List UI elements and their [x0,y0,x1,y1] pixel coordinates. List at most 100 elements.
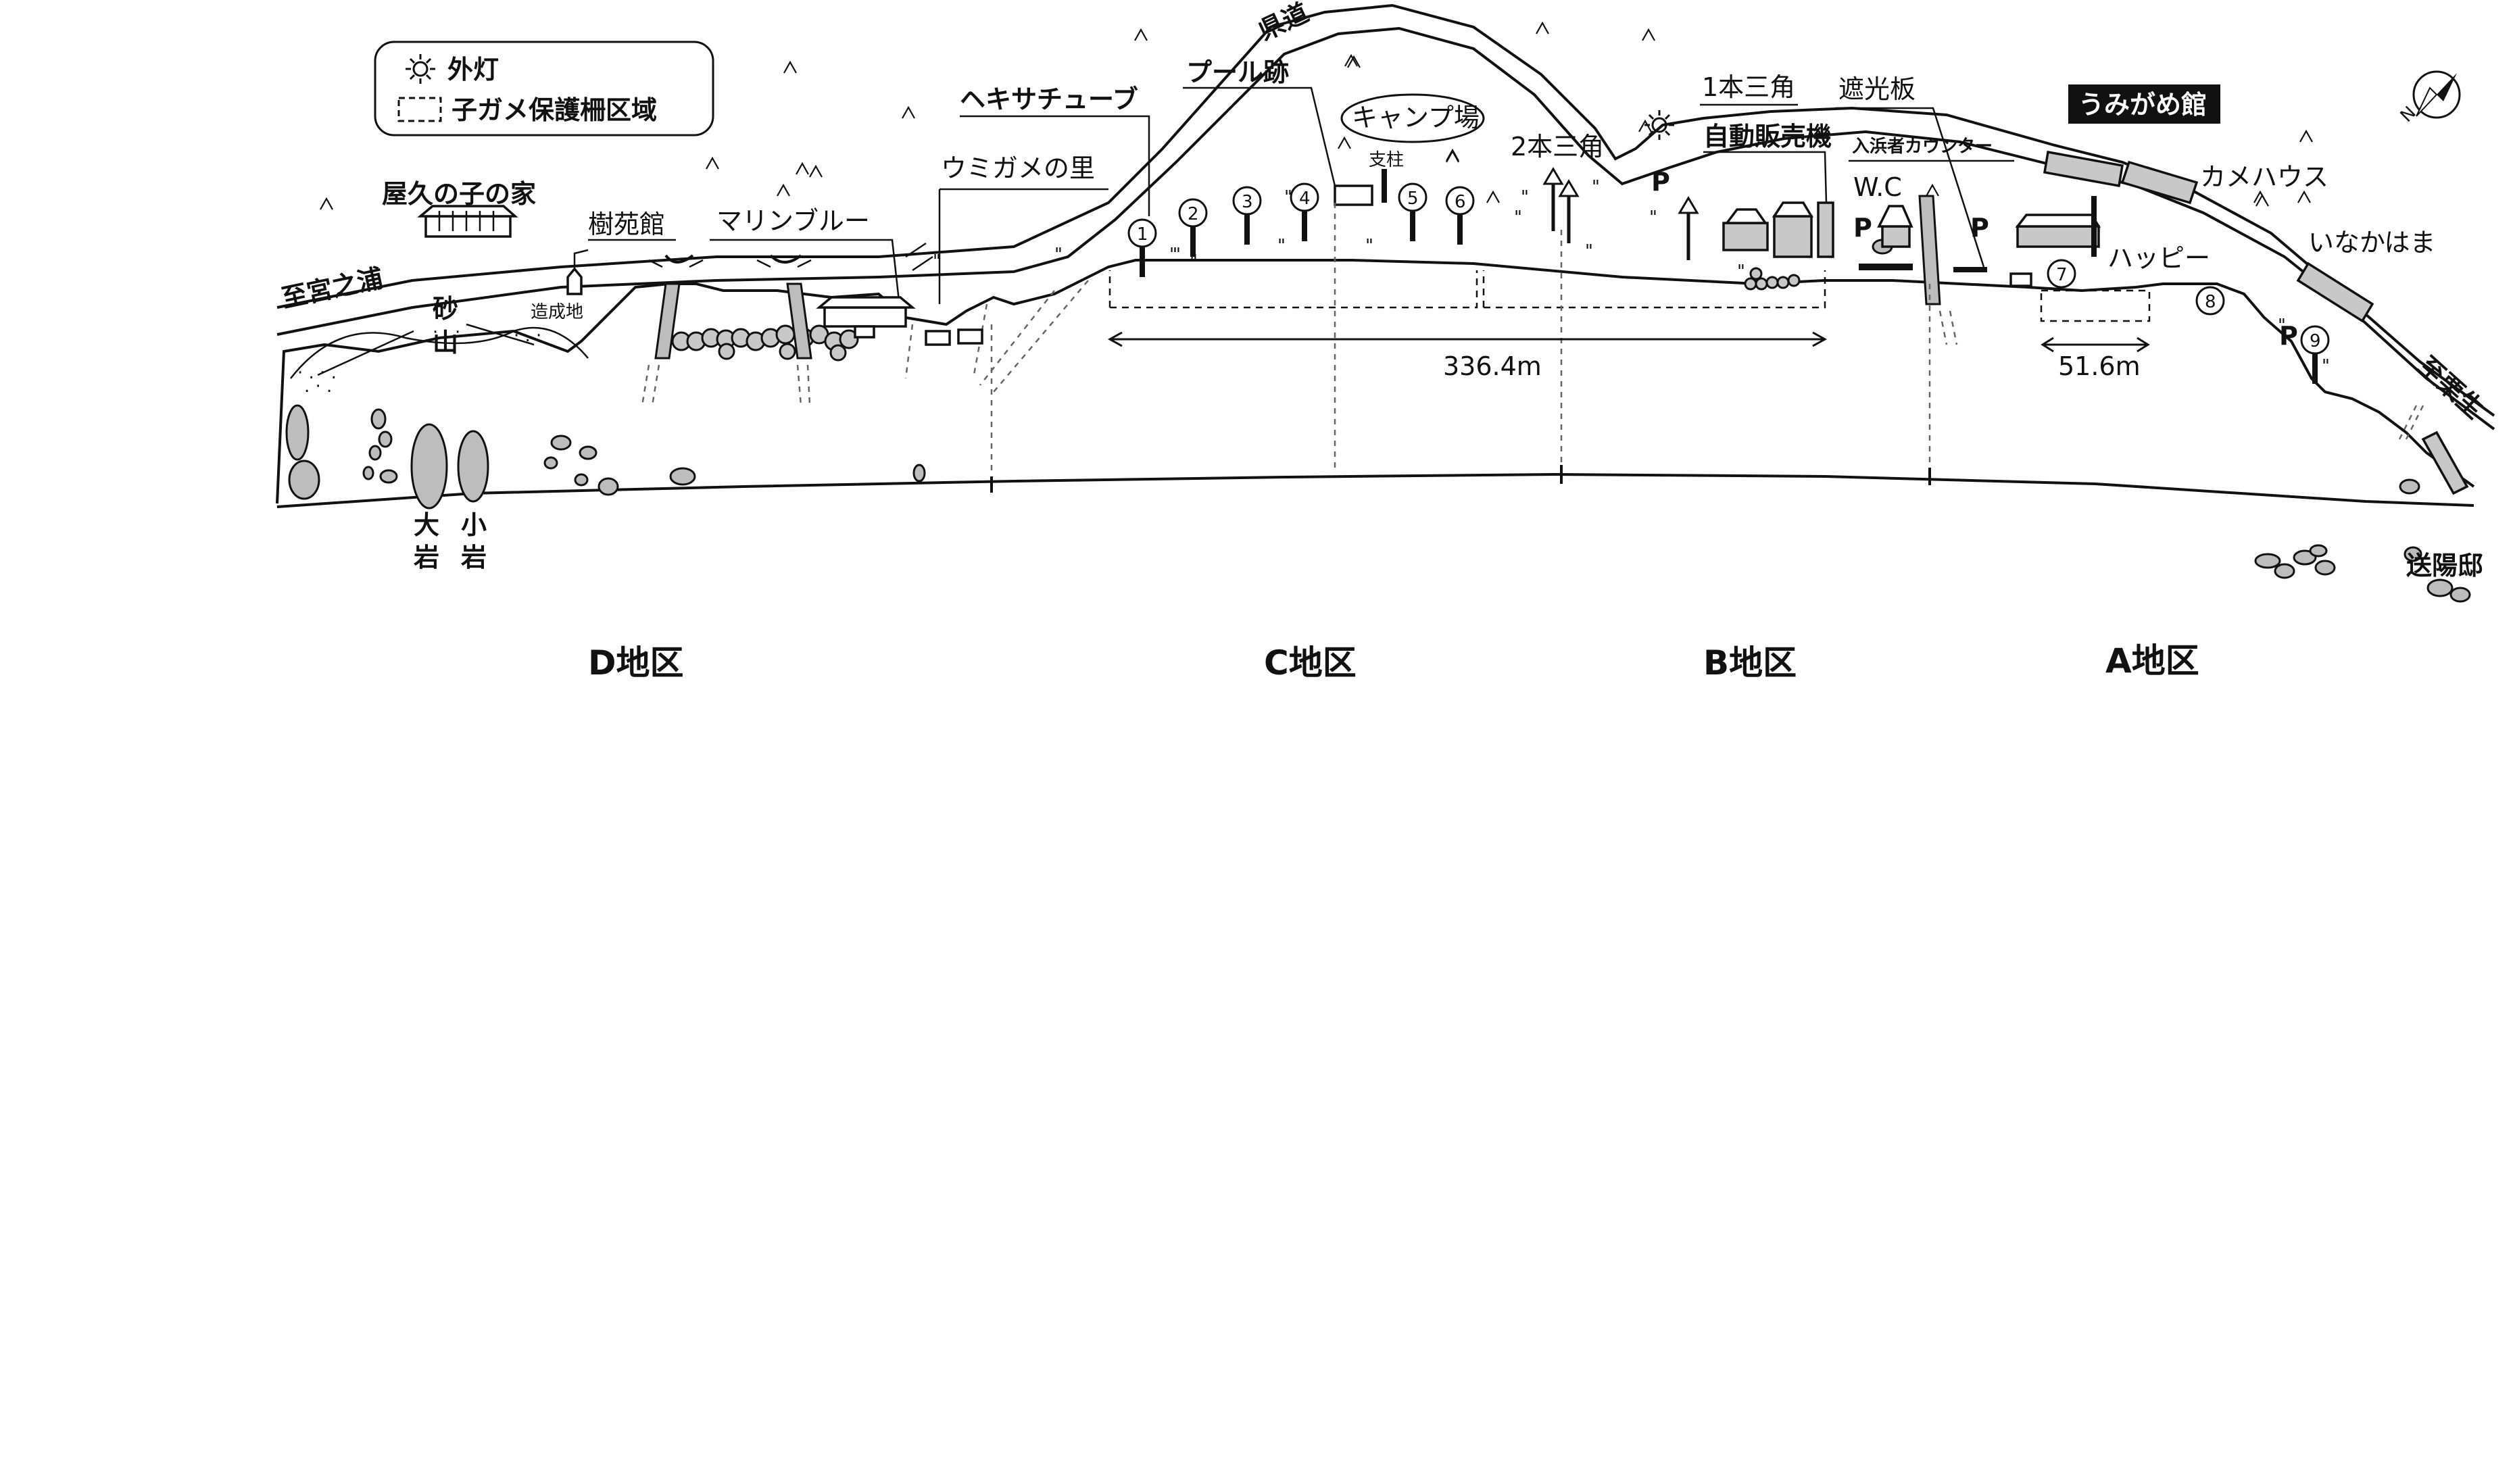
svg-text:": " [1365,236,1373,256]
svg-text:": " [1284,187,1292,207]
svg-text:": " [933,251,941,272]
pool-ato-label: プール跡 [1186,57,1289,87]
umigame-sato-label: ウミガメの里 [941,153,1095,183]
vending-label: 自動販売機 [1703,122,1832,151]
svg-text:· . · .: · . · . [297,363,337,383]
svg-text:": " [1521,187,1529,207]
parking-icon: P [2279,321,2298,351]
svg-text:5: 5 [1407,189,1419,209]
rocks-d [285,239,2471,603]
parking-icon: P [1970,213,1989,243]
svg-text:4: 4 [1299,189,1311,209]
district-c-label: C地区 [1264,643,1357,683]
svg-text:": " [1514,207,1522,228]
svg-text:9: 9 [2310,331,2321,351]
svg-text:1: 1 [1137,224,1148,245]
svg-text:岩: 岩 [461,543,487,572]
legend: 外灯 子ガメ保護柵区域 [374,41,714,137]
sand-hill: · . · . . · . · . · · . · 砂 山 [290,294,589,397]
buildings: 屋久の子の家 樹苑館 造成地 マリンブルー ウミガメの里 キャンプ場 支柱 プー [382,57,2483,580]
svg-text:2: 2 [1188,204,1199,224]
bushes [641,195,2424,440]
numbered-markers: 1 2 3 4 5 6 7 8 9 [1127,182,2330,384]
yakunoko-house-icon [417,205,518,238]
marker-5: 5 [1398,182,1428,241]
small-rock-label: 小 [461,510,487,540]
svg-text:3: 3 [1242,192,1253,212]
umigame-sato-building-icon [816,296,983,346]
beach [276,259,2475,508]
marine-blue-label: マリンブルー [716,206,870,236]
umigamekan-badge [2068,84,2220,124]
svg-text:": " [1737,262,1745,282]
svg-text:· . ·: · . · [433,322,460,343]
marker-4: 4 [1290,182,1319,241]
svg-text:6: 6 [1455,192,1466,212]
parking-icon: P [1651,167,1670,197]
triangle-markers [1542,167,1699,260]
marker-6: 6 [1445,186,1475,245]
svg-text:": " [1585,241,1593,262]
shade-board-icon [1953,267,1987,272]
kurio-label: 至栗生 [2412,351,2489,424]
marker-3: 3 [1232,186,1262,245]
svg-text:岩: 岩 [414,543,439,572]
svg-text:": " [2322,356,2330,376]
two-triangle-label: 2本三角 [1511,132,1604,162]
kendo-label: 県道 [1254,0,1313,46]
jyuenkan-icon [566,267,583,295]
district-labels: D地区 C地区 B地区 A地区 [588,641,2199,683]
big-rock-label: 大 [414,510,439,540]
protection-zones [990,203,2151,473]
sand-hill-label: 砂 [433,294,458,324]
shichu-label: 支柱 [1369,150,1404,170]
wc-label: W.C [1853,172,1902,202]
svg-text:": " [1173,245,1181,265]
kame-house-label: カメハウス [2200,162,2328,192]
legend-light-label: 外灯 [447,55,499,84]
one-triangle-label: 1本三角 [1702,72,1795,102]
svg-text:": " [1592,177,1600,197]
svg-text:山: 山 [433,328,458,357]
a-area-buildings [2009,150,2469,495]
entry-counter-label: 入浜者カウンター [1852,137,1993,157]
street-light-icon [1644,110,1674,140]
marker-1: 1 [1127,218,1157,277]
triangle-icon [1678,196,1699,214]
dimension-c: 336.4m [1107,331,1828,381]
parking-markers: P P P P [1651,167,2298,351]
camp-label: キャンプ場 [1352,103,1480,132]
zone-swatch-icon [397,97,442,122]
svg-text:7: 7 [2056,265,2068,285]
happy-label: ハッピー [2107,243,2210,273]
marker-2: 2 [1178,198,1208,257]
camp-icon [1340,93,1485,143]
umigamekan-label: うみがめ館 [2078,90,2207,120]
distance-a-label: 51.6m [2058,351,2141,381]
vending-area-buildings [1722,201,1834,258]
pool-ruin-icon [1334,184,1373,206]
dimension-a: 51.6m [2041,337,2150,381]
hexa-tube-label: ヘキサチューブ [960,84,1138,114]
soyotei-label: 送陽邸 [2406,551,2483,580]
zoseichi-label: 造成地 [531,302,583,322]
svg-text:": " [1054,245,1063,265]
shade-board-label: 遮光板 [1838,74,1916,104]
parking-icon: P [1853,213,1872,243]
district-d-label: D地区 [588,643,684,683]
triangle-icon [1542,167,1564,185]
svg-text:8: 8 [2205,292,2216,312]
svg-text:": " [2278,316,2286,336]
svg-text:": " [1169,245,1177,265]
inakahama-label: いなかはま [2308,228,2435,257]
marker-8: 8 [2195,286,2225,316]
marker-9: 9 [2300,325,2330,384]
marker-7: 7 [2047,259,2076,289]
miyanoura-label: 至宮之浦 [279,263,386,314]
north-arrow-icon: N [2397,70,2461,126]
svg-text:": " [1649,207,1657,228]
yakunoko-label: 屋久の子の家 [382,179,536,209]
jyuenkan-label: 樹苑館 [588,209,665,239]
street-light-icon [406,54,435,84]
